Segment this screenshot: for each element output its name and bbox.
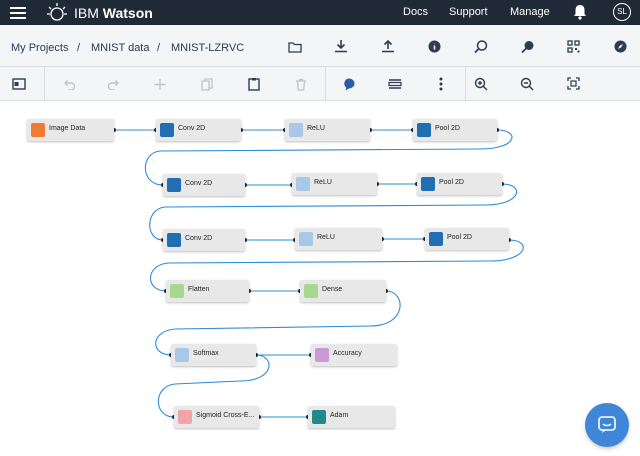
notifications-bell-icon[interactable] <box>573 4 587 20</box>
grid-icon <box>160 123 174 137</box>
node-accuracy[interactable]: Accuracy <box>311 344 397 366</box>
cut-icon[interactable] <box>153 78 167 91</box>
breadcrumb-my-projects[interactable]: My Projects <box>11 42 69 54</box>
chat-button[interactable] <box>585 403 629 447</box>
undo-icon[interactable] <box>62 78 76 90</box>
upload-icon[interactable] <box>381 39 395 53</box>
node-dense[interactable]: Dense <box>300 280 386 302</box>
node-label: Dense <box>322 286 343 293</box>
arrange-icon[interactable] <box>388 78 402 90</box>
node-label: Sigmoid Cross-E... <box>196 412 255 419</box>
node-pool-2d-3[interactable]: Pool 2D <box>425 228 509 250</box>
node-relu-3[interactable]: ReLU <box>295 228 382 250</box>
top-bar: IBM Watson Docs Support Manage SL <box>0 0 640 25</box>
node-label: ReLU <box>314 179 332 186</box>
image-data-icon <box>31 123 45 137</box>
code-gen-icon[interactable] <box>567 40 580 53</box>
node-label: Conv 2D <box>185 180 213 187</box>
deploy-icon[interactable] <box>521 40 535 53</box>
node-softmax[interactable]: Softmax <box>171 344 256 366</box>
info-icon[interactable] <box>428 40 441 53</box>
zoom-in-icon[interactable] <box>474 77 488 91</box>
watson-logo-icon <box>47 3 67 21</box>
optimizer-icon <box>312 410 326 424</box>
node-pool-2d-2[interactable]: Pool 2D <box>417 173 502 195</box>
chat-icon <box>598 416 616 433</box>
delete-icon[interactable] <box>295 78 307 91</box>
node-image-data[interactable]: Image Data <box>27 119 114 141</box>
power-icon <box>175 348 189 362</box>
grid-icon <box>417 123 431 137</box>
flatten-icon <box>170 284 184 298</box>
train-model-icon[interactable] <box>474 40 488 53</box>
paste-icon[interactable] <box>248 77 260 91</box>
node-conv-2d-3[interactable]: Conv 2D <box>163 229 245 251</box>
docs-link[interactable]: Docs <box>403 6 429 18</box>
flow-edges <box>112 128 524 419</box>
flow-canvas[interactable]: Image Data Conv 2D ReLU Pool 2D Conv 2D … <box>0 101 640 456</box>
node-pool-2d-1[interactable]: Pool 2D <box>413 119 497 141</box>
canvas-toolbar <box>0 67 640 101</box>
node-label: Pool 2D <box>447 234 472 241</box>
redo-icon[interactable] <box>107 78 121 90</box>
breadcrumb-current-flow: MNIST-LZRVC <box>171 42 245 54</box>
node-relu-2[interactable]: ReLU <box>292 173 377 195</box>
breadcrumb-separator: / <box>157 42 161 54</box>
grid-icon <box>429 232 443 246</box>
node-sigmoid-cross-entropy[interactable]: Sigmoid Cross-E... <box>174 406 259 428</box>
fit-to-screen-icon[interactable] <box>567 77 580 90</box>
node-label: Softmax <box>193 350 219 357</box>
node-label: Image Data <box>49 125 86 132</box>
node-relu-1[interactable]: ReLU <box>285 119 370 141</box>
node-flatten[interactable]: Flatten <box>166 280 249 302</box>
palette-toggle-icon[interactable] <box>12 78 26 90</box>
compass-icon[interactable] <box>614 40 627 53</box>
node-label: ReLU <box>307 125 325 132</box>
brand-title[interactable]: IBM Watson <box>74 5 153 21</box>
node-label: Conv 2D <box>178 125 206 132</box>
node-label: Accuracy <box>333 350 362 357</box>
node-label: Pool 2D <box>435 125 460 132</box>
node-adam[interactable]: Adam <box>308 406 395 428</box>
copy-icon[interactable] <box>201 78 213 91</box>
menu-icon[interactable] <box>10 7 26 19</box>
support-link[interactable]: Support <box>449 6 488 18</box>
node-conv-2d-1[interactable]: Conv 2D <box>156 119 241 141</box>
accuracy-icon <box>315 348 329 362</box>
node-label: Adam <box>330 412 349 419</box>
node-label: Conv 2D <box>185 235 213 242</box>
power-icon <box>296 177 310 191</box>
node-conv-2d-2[interactable]: Conv 2D <box>163 174 245 196</box>
dense-icon <box>304 284 318 298</box>
project-bar: My Projects / MNIST data / MNIST-LZRVC <box>0 25 640 67</box>
grid-icon <box>421 177 435 191</box>
loss-icon <box>178 410 192 424</box>
breadcrumb-separator: / <box>77 42 81 54</box>
grid-icon <box>167 233 181 247</box>
power-icon <box>299 232 313 246</box>
comment-icon[interactable] <box>342 77 356 91</box>
folder-icon[interactable] <box>288 41 302 53</box>
user-avatar[interactable]: SL <box>613 3 631 21</box>
manage-link[interactable]: Manage <box>510 6 550 18</box>
node-label: Pool 2D <box>439 179 464 186</box>
more-options-icon[interactable] <box>438 77 444 91</box>
node-label: Flatten <box>188 286 210 293</box>
zoom-out-icon[interactable] <box>520 77 534 91</box>
download-icon[interactable] <box>334 39 348 53</box>
grid-icon <box>167 178 181 192</box>
power-icon <box>289 123 303 137</box>
node-label: ReLU <box>317 234 335 241</box>
breadcrumb-mnist-data[interactable]: MNIST data <box>91 42 150 54</box>
